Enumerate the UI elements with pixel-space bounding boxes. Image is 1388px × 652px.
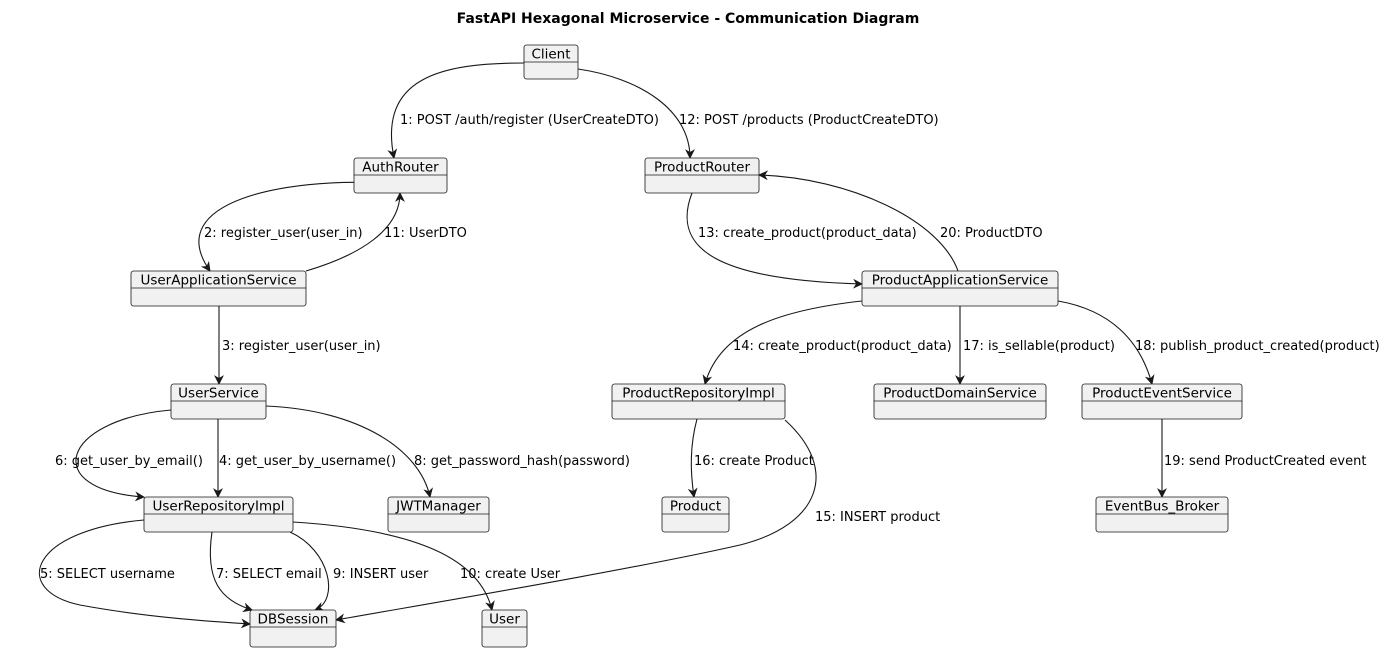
- node-box: [611, 383, 786, 420]
- node-label: DBSession: [258, 612, 329, 628]
- node-label: ProductEventService: [1092, 386, 1232, 402]
- node-label: ProductRepositoryImpl: [622, 386, 775, 402]
- message-arrow-m13: [686, 192, 863, 289]
- node-product-repo-impl: ProductRepositoryImpl: [611, 383, 786, 420]
- node-box: [1081, 383, 1243, 420]
- message-label-m5: 5: SELECT username: [40, 567, 175, 582]
- node-user-service: UserService: [170, 383, 267, 420]
- message-arrow-m6: [75, 409, 172, 502]
- node-box: [861, 270, 1059, 307]
- message-label-m19: 19: send ProductCreated event: [1164, 454, 1366, 469]
- message-arrow-m15: [335, 419, 817, 624]
- message-label-m2: 2: register_user(user_in): [204, 226, 363, 241]
- message-label-m7: 7: SELECT email: [216, 567, 322, 582]
- message-arrow-m5: [38, 519, 251, 629]
- node-label: ProductApplicationService: [872, 273, 1049, 289]
- message-label-m12: 12: POST /products (ProductCreateDTO): [679, 113, 939, 128]
- message-arrow-m11: [305, 192, 405, 272]
- message-label-m20: 20: ProductDTO: [940, 226, 1043, 241]
- node-box: [353, 157, 448, 194]
- node-jwt-manager: JWTManager: [387, 496, 490, 533]
- message-arrow-m8: [265, 405, 433, 498]
- node-product-event-service: ProductEventService: [1081, 383, 1243, 420]
- node-label: UserService: [178, 386, 259, 402]
- node-label: Client: [531, 47, 570, 63]
- node-box: [170, 383, 267, 420]
- node-label: AuthRouter: [362, 160, 439, 176]
- node-label: JWTManager: [395, 499, 481, 515]
- message-arrow-m12: [577, 68, 695, 159]
- node-box: [387, 496, 490, 533]
- message-label-m9: 9: INSERT user: [333, 567, 429, 582]
- message-label-m14: 14: create_product(product_data): [733, 339, 952, 354]
- message-label-m6: 6: get_user_by_email(): [55, 454, 203, 469]
- node-product-domain-service: ProductDomainService: [873, 383, 1047, 420]
- node-box: [143, 496, 294, 533]
- node-db-session: DBSession: [249, 609, 337, 648]
- node-event-bus-broker: EventBus_Broker: [1095, 496, 1229, 533]
- labels-layer: 1: POST /auth/register (UserCreateDTO) 2:…: [40, 113, 1380, 582]
- node-label: ProductDomainService: [883, 386, 1037, 402]
- node-box: [644, 157, 760, 194]
- node-box: [249, 609, 337, 648]
- message-label-m1: 1: POST /auth/register (UserCreateDTO): [400, 113, 659, 128]
- node-box: [481, 609, 528, 648]
- node-box: [1095, 496, 1229, 533]
- node-user-repo-impl: UserRepositoryImpl: [143, 496, 294, 533]
- message-arrow-m20: [758, 170, 959, 272]
- message-label-m13: 13: create_product(product_data): [698, 226, 917, 241]
- message-arrow-m1: [387, 62, 525, 159]
- message-label-m16: 16: create Product: [694, 454, 814, 469]
- node-label: UserRepositoryImpl: [152, 499, 284, 515]
- node-box: [661, 496, 730, 533]
- node-user: User: [481, 609, 528, 648]
- node-product-app-service: ProductApplicationService: [861, 270, 1059, 307]
- message-label-m10: 10: create User: [460, 567, 561, 582]
- message-arrow-m2: [198, 181, 381, 272]
- message-arrow-m10: [292, 521, 495, 611]
- message-label-m15: 15: INSERT product: [815, 510, 940, 525]
- diagram-title: FastAPI Hexagonal Microservice - Communi…: [457, 11, 920, 27]
- node-product-router: ProductRouter: [644, 157, 760, 194]
- message-label-m18: 18: publish_product_created(product): [1135, 339, 1380, 354]
- node-label: ProductRouter: [654, 160, 750, 176]
- message-arrow-m14: [702, 300, 863, 385]
- node-auth-router: AuthRouter: [353, 157, 448, 194]
- message-arrow-m18: [1057, 300, 1155, 385]
- message-label-m17: 17: is_sellable(product): [963, 339, 1115, 354]
- message-label-m11: 11: UserDTO: [384, 226, 467, 241]
- node-box: [873, 383, 1047, 420]
- node-product: Product: [661, 496, 730, 533]
- message-label-m4: 4: get_user_by_username(): [219, 454, 396, 469]
- edges-layer: [38, 62, 1167, 629]
- message-label-m8: 8: get_password_hash(password): [414, 454, 630, 469]
- node-label: EventBus_Broker: [1105, 499, 1220, 515]
- node-label: Product: [670, 499, 721, 515]
- node-label: UserApplicationService: [140, 273, 296, 289]
- message-arrow-m7: [209, 531, 253, 613]
- message-arrow-m16: [687, 418, 698, 498]
- node-box: [130, 270, 307, 307]
- message-arrow-m9: [289, 531, 330, 612]
- message-label-m3: 3: register_user(user_in): [222, 339, 381, 354]
- node-label: User: [489, 612, 520, 628]
- node-user-app-service: UserApplicationService: [130, 270, 307, 307]
- node-client: Client: [523, 44, 579, 80]
